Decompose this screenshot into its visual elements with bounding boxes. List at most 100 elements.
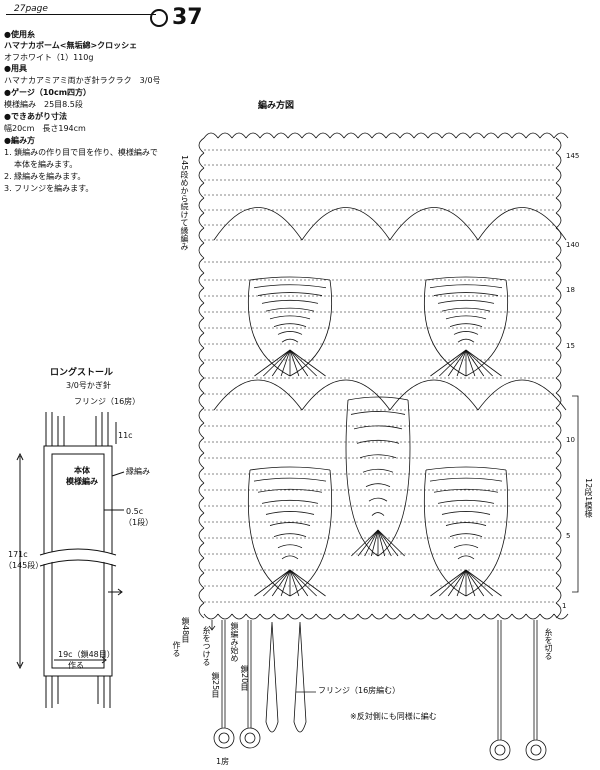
pineapple-row (457, 338, 475, 343)
pineapple-row (437, 299, 495, 304)
fan-stitch (289, 349, 309, 377)
pineapple-row (257, 488, 323, 493)
pineapple-row (249, 466, 331, 471)
one-tassel-label: 1房 (216, 757, 230, 766)
start-chain-note-2: 作る (172, 641, 181, 657)
pineapple-row (253, 284, 327, 289)
stole-title: ロングストール (50, 368, 114, 378)
row-label-140: 140 (566, 241, 580, 249)
edging-leader (111, 471, 125, 477)
fan-stitch (289, 349, 326, 377)
top-fringe (45, 412, 109, 446)
row-label-1: 1 (562, 602, 567, 610)
pineapple-side (247, 469, 291, 597)
fringe-tassel (239, 620, 261, 749)
step-2: 2. 縁編みを編みます。 (4, 172, 86, 181)
arch-stitch (389, 207, 479, 241)
stole-length-1: 171c (8, 550, 28, 559)
pineapple-row (441, 511, 491, 515)
pineapple-row (429, 477, 503, 482)
fringe-loop (293, 621, 307, 733)
fan-stitch (271, 349, 291, 377)
step-1a: 1. 鎖編みの作り目で目を作り、模様編みで (4, 148, 158, 157)
pineapple-row (362, 468, 394, 473)
pineapple-row (353, 425, 403, 430)
fan-stitch (263, 569, 291, 597)
break-line-top (39, 548, 117, 556)
fan-stitch (465, 349, 493, 377)
pineapple-side (423, 279, 467, 377)
tassel-ball (525, 739, 547, 761)
row-label-5: 5 (566, 532, 571, 540)
row-label-18: 18 (566, 286, 575, 294)
arch-stitch (213, 379, 303, 411)
pineapple-side (465, 469, 509, 597)
pineapple-row (368, 497, 388, 502)
stole-width-2: 作る (68, 661, 84, 670)
arch-stitch (301, 207, 391, 241)
stole-hook: 3/0号かぎ針 (66, 381, 111, 390)
arch-stitch (301, 379, 391, 411)
pineapple-motif (247, 276, 333, 377)
chain-25-note: 鎖25目 (211, 672, 220, 699)
fringe-tassels (208, 620, 547, 761)
pineapple-row (365, 483, 391, 488)
pineapple-side (423, 469, 467, 597)
pineapple-side (289, 279, 333, 377)
step-1b: 本体を編みます。 (14, 160, 78, 169)
fan-stitch (254, 349, 291, 377)
pineapple-side (289, 469, 333, 597)
left-scallop-edging (198, 137, 205, 619)
pineapple-row (445, 315, 487, 320)
pineapple-row (281, 555, 299, 560)
yarn-line-2: オフホワイト（1）110g (4, 53, 94, 62)
tassel-ball (489, 739, 511, 761)
pineapple-row (277, 331, 303, 335)
pineapple-row (273, 323, 307, 328)
pineapple-row (269, 315, 311, 320)
pineapple-row (433, 292, 499, 296)
pineapple-row (350, 411, 406, 415)
edging-label: 縁編み (126, 467, 150, 476)
pineapple-row (371, 512, 385, 516)
pineapple-row (425, 276, 507, 281)
pineapple-row (425, 466, 507, 471)
top-scallop-edging (203, 132, 569, 139)
tools-line: ハマナカアミアミ両かぎ針ラクラク 3/0号 (4, 76, 161, 85)
pineapple-row (273, 533, 307, 538)
pineapple-row (457, 555, 475, 560)
edge-width-2: （1段） (124, 518, 154, 527)
pineapple-row (437, 499, 495, 504)
fringe-count-label: フリンジ（16房） (74, 397, 141, 406)
yarn-heading: ●使用糸 (4, 30, 35, 39)
fan-stitch (465, 349, 485, 377)
pineapple-row (445, 522, 487, 526)
method-heading: ●編み方 (4, 136, 35, 145)
page-number: 37 (172, 5, 203, 30)
pineapple-side (465, 279, 509, 377)
chain-20-note: 鎖20目 (240, 665, 249, 692)
bottom-scallop-edging (203, 613, 569, 620)
tassel-ball-center (244, 732, 256, 744)
yarn-line-1: ハマナカボーム<無垢綿>クロッシェ (4, 41, 138, 50)
fan-stitch (289, 569, 309, 597)
tassel-ball-center (218, 732, 230, 744)
body-label-2: 模様編み (66, 477, 98, 486)
break-line-bottom (39, 559, 117, 567)
pineapple-row (449, 533, 483, 538)
edge-width-1: 0.5c (126, 507, 144, 516)
pineapple-side (247, 279, 291, 377)
yarn-ball-icon (150, 9, 168, 27)
tassel-ball (213, 727, 235, 749)
fan-stitch (430, 349, 467, 377)
fan-stitch (357, 529, 379, 557)
arch-stitch (477, 207, 567, 241)
page-reference: 27page (14, 4, 48, 14)
join-arrow-head (208, 625, 216, 631)
pineapple-motif (247, 466, 333, 597)
join-yarn-note: 糸をつける (202, 626, 211, 666)
fringe-tassel (213, 620, 235, 749)
fan-stitch (465, 569, 493, 597)
right-scallop-edging (555, 137, 562, 619)
